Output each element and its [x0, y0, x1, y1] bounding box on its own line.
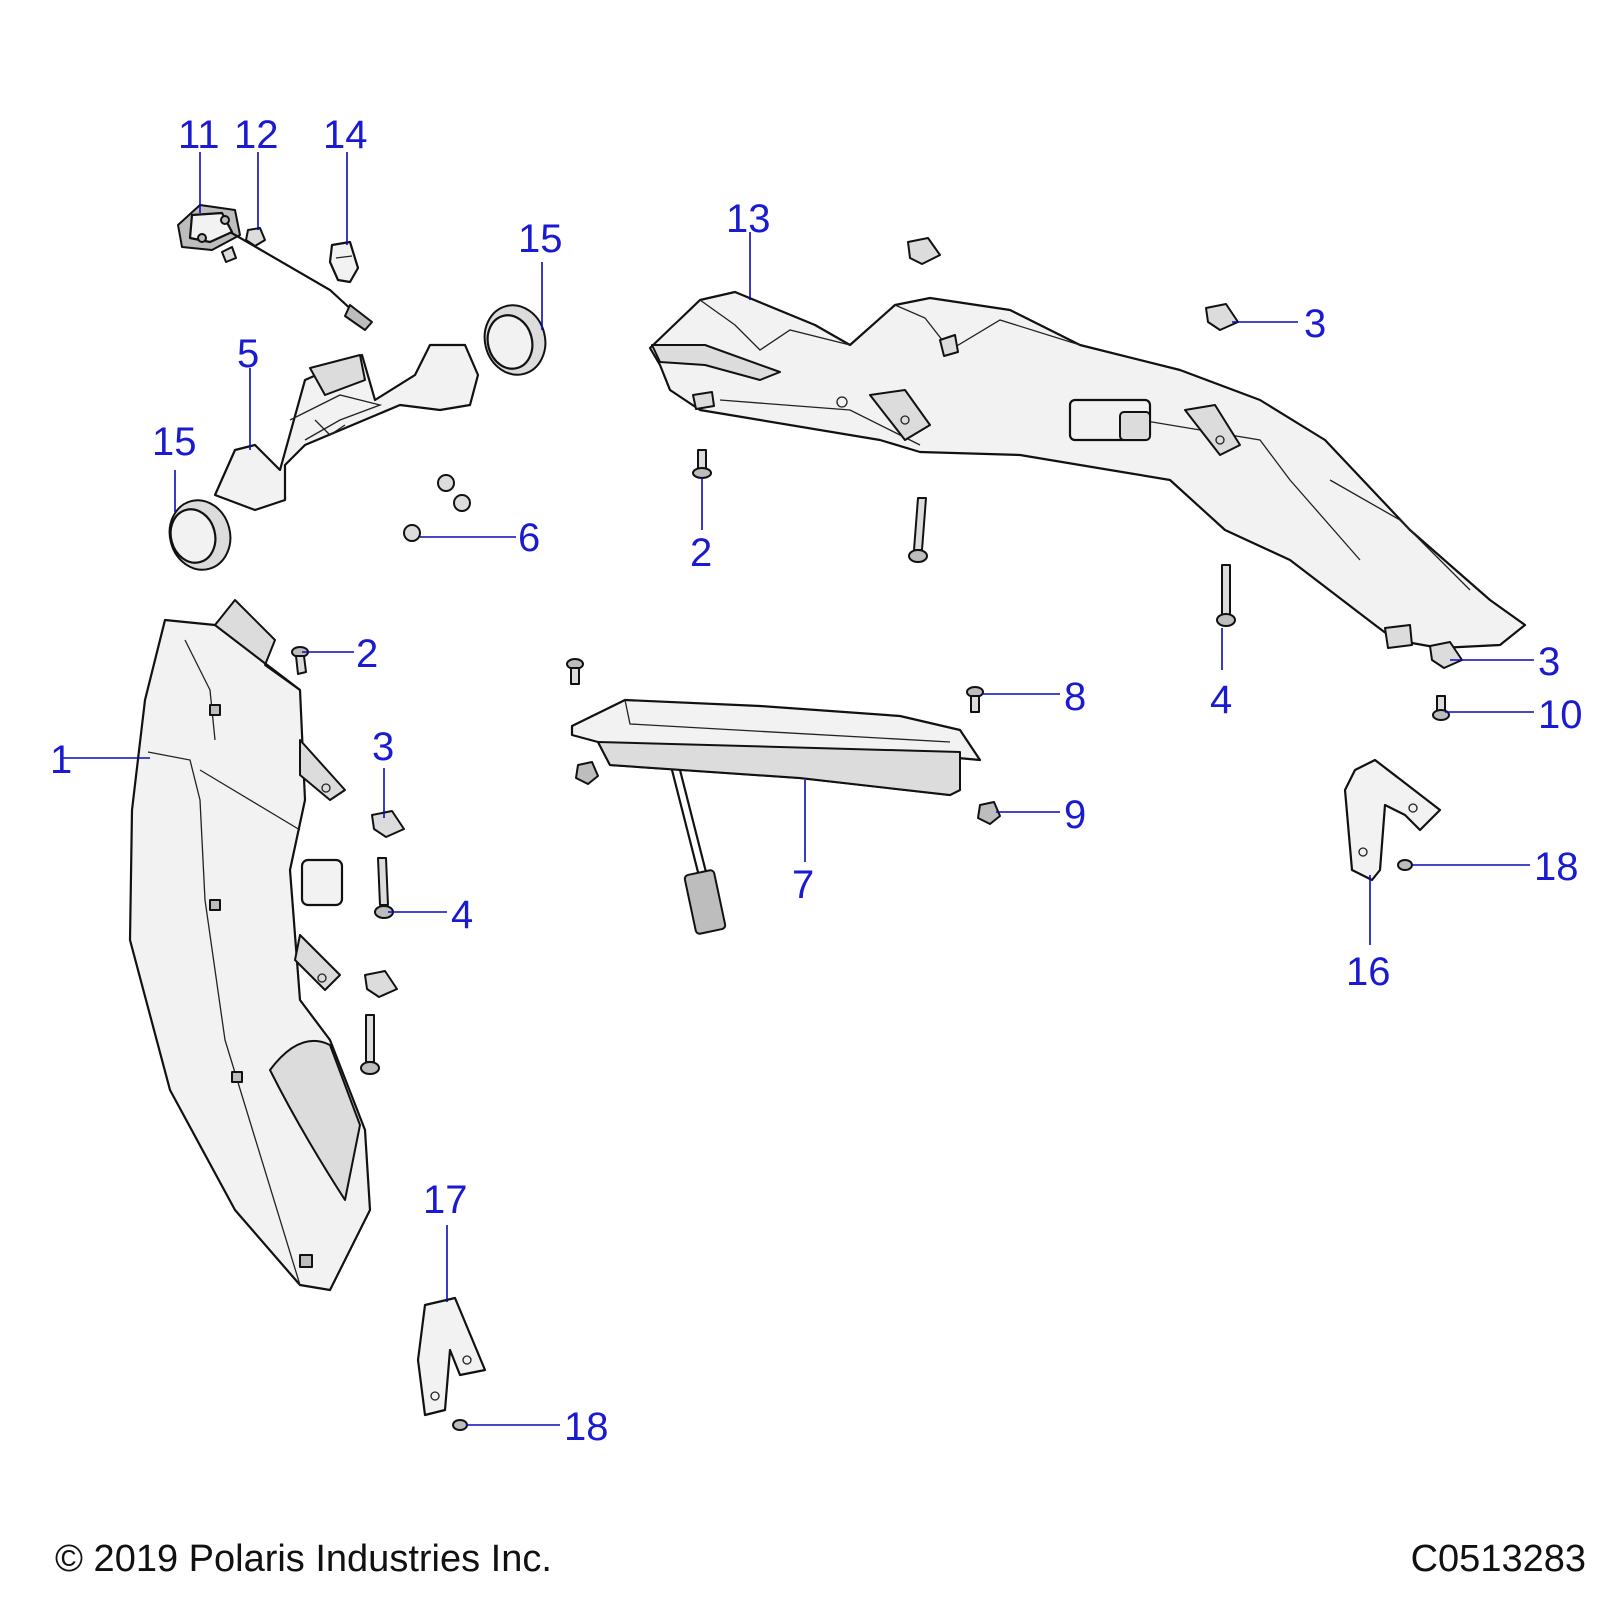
fastener-screw-10 [1432, 695, 1450, 721]
part-13-right-fender-panel [648, 290, 1527, 650]
callout-12: 12 [234, 113, 279, 157]
callout-3-lower: 3 [372, 725, 394, 769]
fastener-clip-3-b [1205, 303, 1239, 331]
part-14-connector-clip [328, 240, 360, 284]
callout-18-right: 18 [1534, 845, 1579, 889]
callout-18-left: 18 [564, 1405, 609, 1449]
callout-4-lower: 4 [451, 893, 473, 937]
callout-14: 14 [323, 113, 368, 157]
callout-3-right: 3 [1538, 640, 1560, 684]
leader-lines [62, 152, 1534, 1426]
callout-10: 10 [1538, 693, 1583, 737]
fastener-clip-3-d [371, 810, 405, 838]
part-16-bracket [1343, 758, 1442, 882]
callout-4-upper: 4 [1210, 678, 1232, 722]
callout-11: 11 [178, 113, 220, 157]
part-1-left-fender-panel [128, 599, 372, 1292]
part-5-light-bracket [213, 343, 480, 512]
fastener-clip-3-e [364, 970, 398, 998]
part-15-grommet-lower [168, 499, 232, 571]
part-17-bracket [416, 1296, 487, 1417]
fastener-screw-18-right [1397, 859, 1413, 871]
callout-5: 5 [237, 332, 259, 376]
copyright-notice: © 2019 Polaris Industries Inc. [55, 1538, 552, 1580]
fastener-screw-2-lower [291, 646, 309, 675]
callout-17: 17 [423, 1178, 468, 1222]
fastener-clip-3-a [907, 237, 941, 265]
fastener-clip-3-c [1429, 641, 1463, 669]
part-7-tail-light-bar [570, 698, 982, 935]
callout-9: 9 [1064, 793, 1086, 837]
fastener-screw-2-upper [692, 449, 712, 479]
fastener-bolt-4-lower [360, 1014, 380, 1075]
callout-7: 7 [792, 863, 814, 907]
callout-3-upper: 3 [1304, 302, 1326, 346]
callout-6: 6 [518, 516, 540, 560]
callout-2-lower: 2 [356, 632, 378, 676]
part-11-light-housing [177, 204, 373, 331]
part-15-grommet-upper [483, 304, 547, 376]
callout-2-upper: 2 [690, 531, 712, 575]
fastener-screw-8-right [966, 686, 984, 713]
fastener-bolt-4-center [908, 497, 928, 563]
drawing-number: C0513283 [1410, 1538, 1586, 1580]
callout-15-upper: 15 [518, 217, 563, 261]
callout-1: 1 [50, 738, 72, 782]
fastener-screw-8-left [566, 658, 584, 685]
callout-8: 8 [1064, 675, 1086, 719]
part-6-nuts [403, 474, 471, 542]
fastener-bolt-4-left [374, 857, 394, 919]
fastener-nut-9-left [575, 761, 599, 785]
callout-labels: 11 12 14 15 5 15 6 13 3 2 2 1 3 4 4 3 8 … [50, 113, 1583, 1449]
callout-15-lower: 15 [152, 420, 197, 464]
fastener-screw-18-left [452, 1419, 468, 1431]
callout-16: 16 [1346, 950, 1391, 994]
callout-13: 13 [726, 197, 771, 241]
fastener-nut-9-right [977, 801, 1001, 825]
fastener-bolt-4-right [1216, 564, 1236, 627]
